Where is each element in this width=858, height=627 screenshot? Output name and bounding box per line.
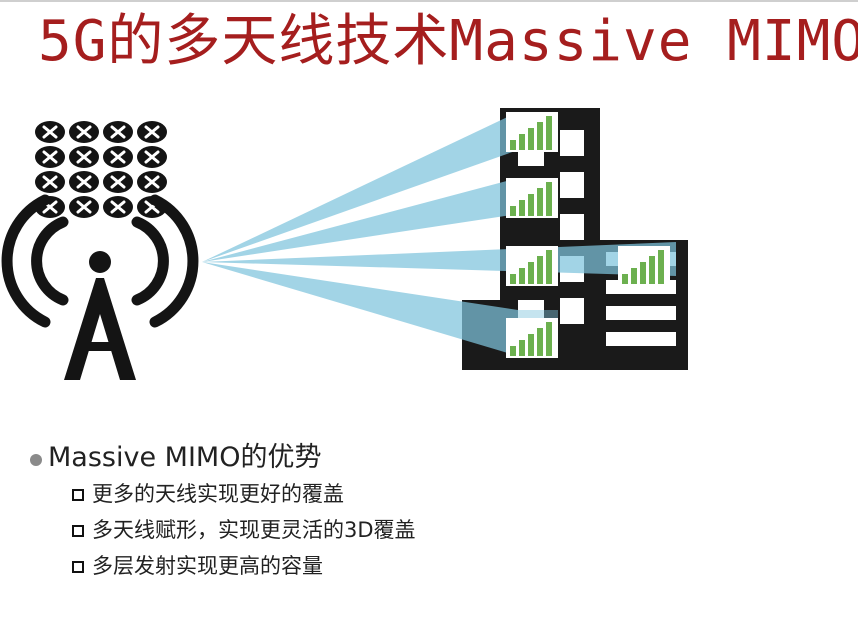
slide-title: 5G的多天线技术Massive MIMO [38,9,858,74]
signal-strength-icon [506,178,558,218]
signal-strength-icon [618,246,670,286]
antenna-element-icon [35,171,65,193]
sub-bullet-text: 多天线赋形，实现更灵活的3D覆盖 [92,518,416,542]
signal-strength-icons [506,112,670,358]
bullet-list: Massive MIMO的优势 更多的天线实现更好的覆盖 多天线赋形，实现更灵活… [30,440,416,584]
massive-mimo-illustration [1,108,688,380]
square-bullet-icon [72,489,84,501]
antenna-element-icon [69,171,99,193]
signal-strength-icon [506,112,558,152]
antenna-element-icon [35,146,65,168]
antenna-element-icon [35,121,65,143]
signal-strength-icon [506,246,558,286]
square-bullet-icon [72,561,84,573]
antenna-element-icon [137,121,167,143]
square-bullet-icon [72,525,84,537]
main-bullet-text: Massive MIMO的优势 [48,442,322,473]
sub-bullet-text: 更多的天线实现更好的覆盖 [92,482,344,506]
sub-bullet: 多天线赋形，实现更灵活的3D覆盖 [72,512,416,548]
signal-strength-icon [506,318,558,358]
antenna-array-icon [35,121,167,218]
main-bullet: Massive MIMO的优势 [30,440,416,476]
antenna-element-icon [137,146,167,168]
antenna-element-icon [103,121,133,143]
antenna-element-icon [103,171,133,193]
antenna-element-icon [69,146,99,168]
radio-tower-icon [1,194,199,380]
top-border [0,0,858,2]
bullet-dot-icon [30,453,42,466]
antenna-element-icon [103,196,133,218]
antenna-element-icon [103,146,133,168]
sub-bullet: 多层发射实现更高的容量 [72,548,416,584]
antenna-element-icon [69,196,99,218]
sub-bullet: 更多的天线实现更好的覆盖 [72,476,416,512]
antenna-element-icon [137,171,167,193]
sub-bullet-text: 多层发射实现更高的容量 [92,554,323,578]
antenna-element-icon [69,121,99,143]
